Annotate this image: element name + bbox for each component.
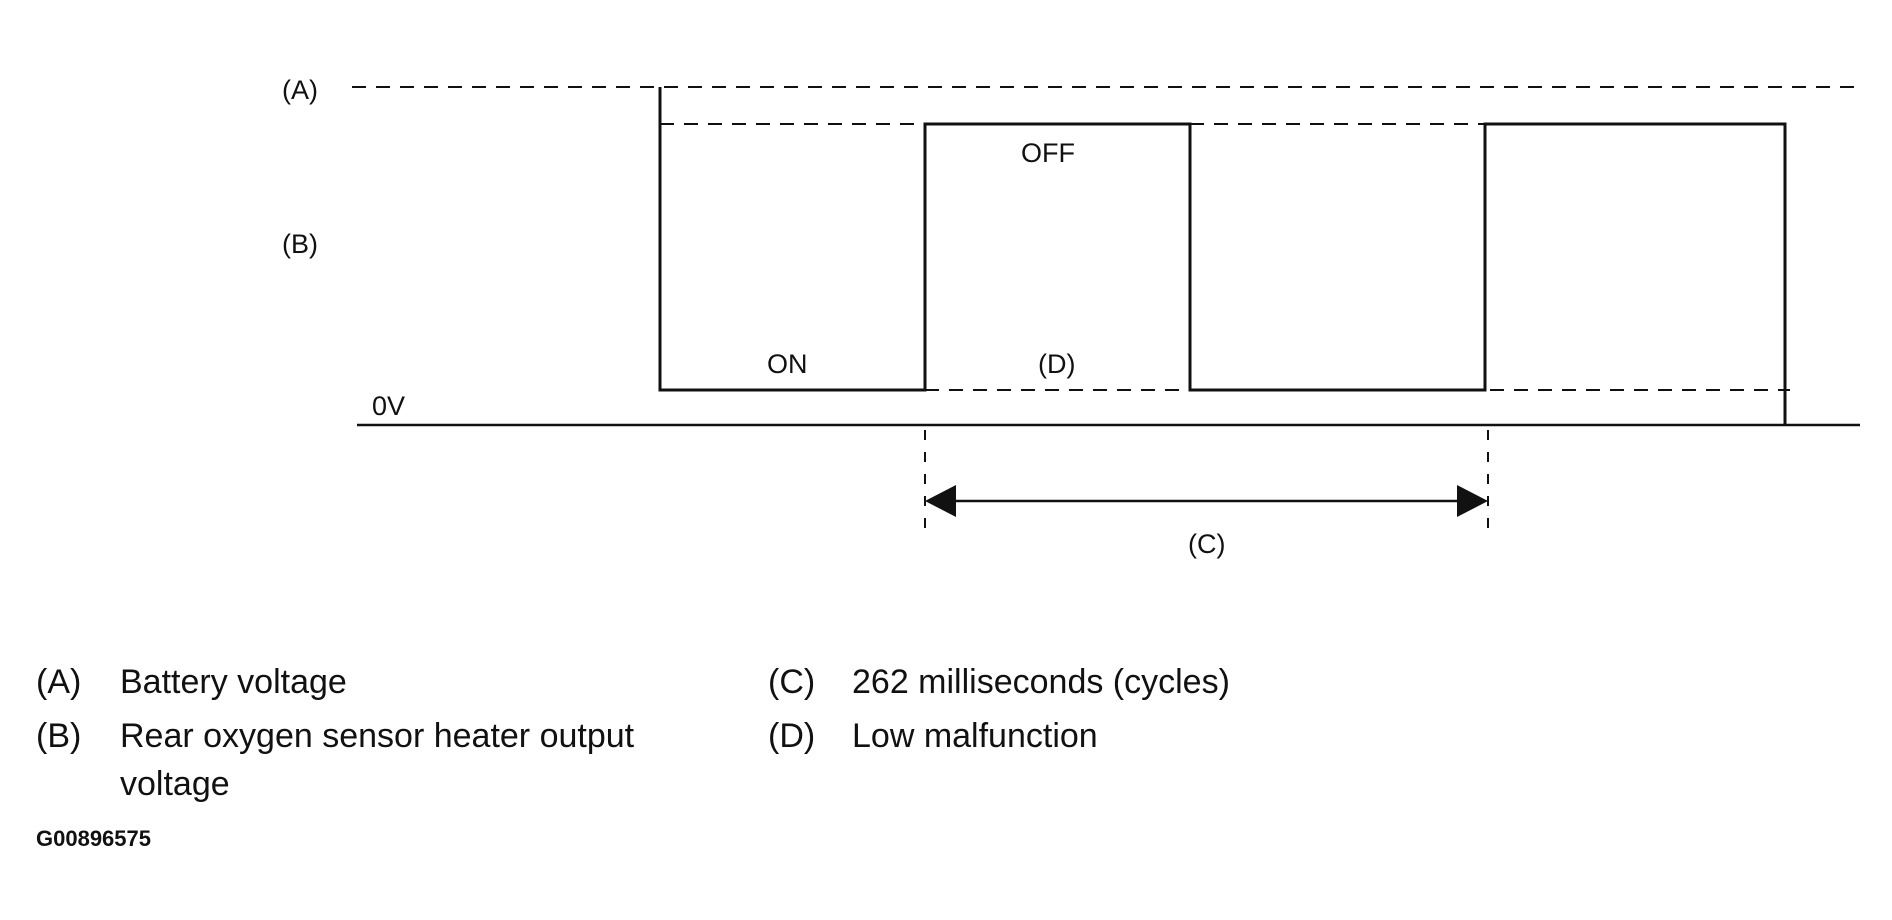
cycle-marker: (C)	[1188, 529, 1225, 559]
figure-id: G00896575	[36, 826, 151, 851]
legend-text-c: 262 milliseconds (cycles)	[852, 663, 1230, 701]
off-state-label: OFF	[1021, 138, 1075, 168]
heater-output-waveform	[658, 87, 1787, 425]
cycle-arrowhead-right	[1457, 485, 1488, 517]
legend-text-d: Low malfunction	[852, 717, 1098, 755]
legend-key-d: (D)	[768, 717, 816, 755]
zero-volt-label: 0V	[372, 391, 405, 421]
legend-key-a: (A)	[36, 663, 82, 701]
legend-item-d: (D) Low malfunction	[768, 712, 1432, 760]
legend-item-b: (B) Rear oxygen sensor heater output vol…	[36, 712, 700, 808]
cycle-arrowhead-left	[925, 485, 956, 517]
legend-key-b: (B)	[36, 717, 82, 755]
legend-item-c: (C) 262 milliseconds (cycles)	[768, 658, 1432, 706]
level-a-label: (A)	[282, 75, 318, 105]
level-b-label: (B)	[282, 229, 318, 259]
legend-key-c: (C)	[768, 663, 816, 701]
legend-text-b: Rear oxygen sensor heater output voltage	[120, 717, 635, 803]
legend-text-a: Battery voltage	[120, 663, 347, 701]
legend-item-a: (A) Battery voltage	[36, 658, 700, 706]
on-state-label: ON	[767, 349, 808, 379]
low-malfunction-marker: (D)	[1038, 349, 1075, 379]
